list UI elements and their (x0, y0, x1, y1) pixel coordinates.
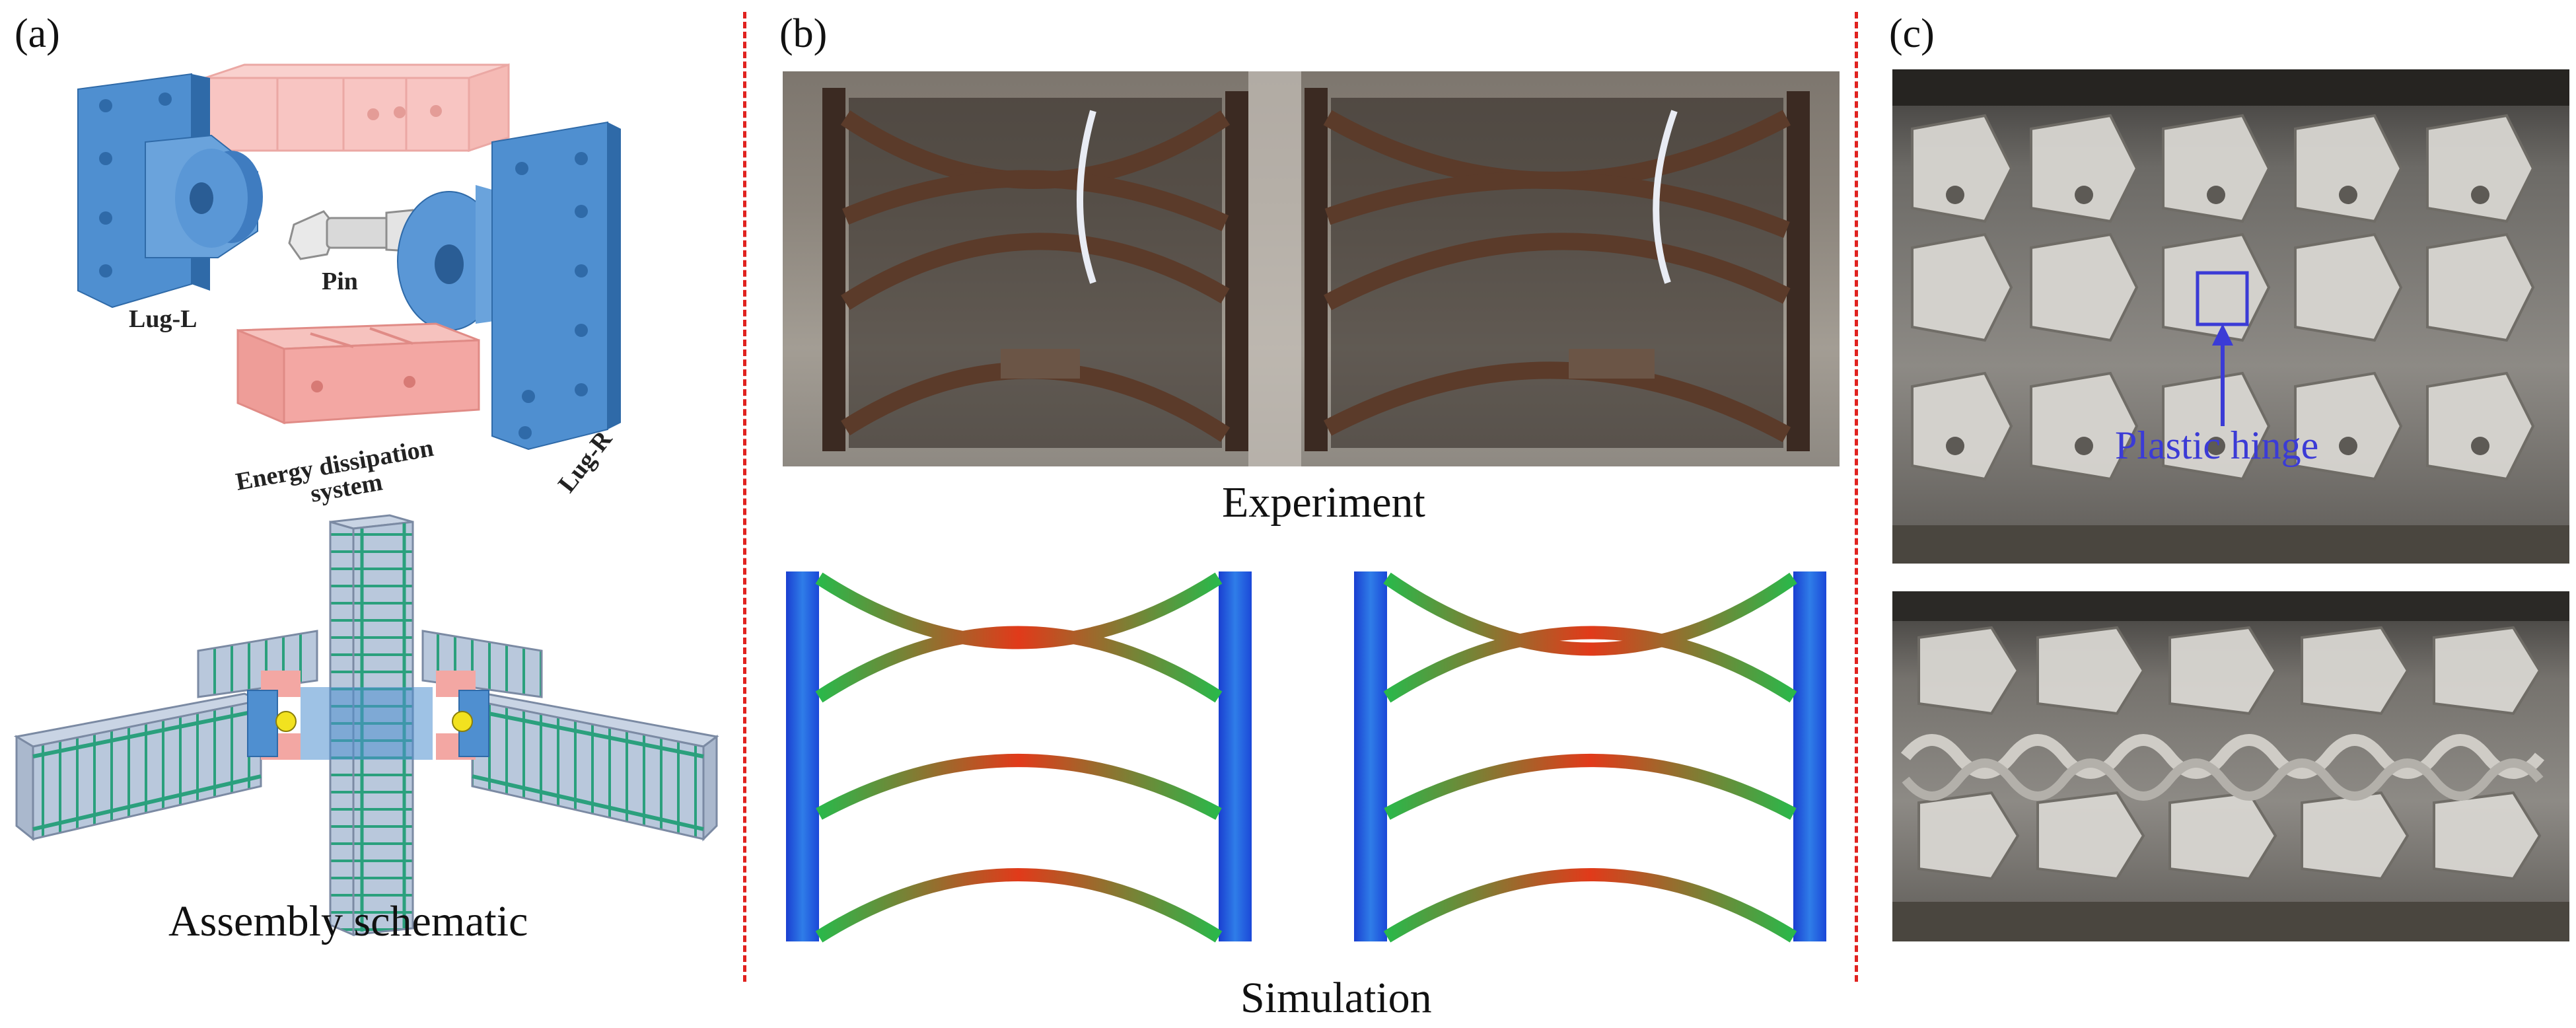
experiment-specimen-left (822, 88, 1248, 451)
joint-connectors (247, 671, 489, 760)
energy-box-bottom (236, 322, 480, 425)
plastic-hinge-label: Plastic hinge (2115, 423, 2319, 467)
exploded-view-diagram: Lug-L Pin Energy dissipation system Lug-… (77, 63, 621, 508)
crush-test-photo-bottom (1892, 591, 2569, 941)
experiment-caption: Experiment (1222, 478, 1425, 527)
panel-c: (c) (1863, 0, 2573, 1028)
simulation-caption: Simulation (1240, 974, 1432, 1022)
assembly-schematic-caption: Assembly schematic (168, 897, 528, 945)
beam-front-right (469, 692, 719, 842)
panel-a-label: (a) (15, 11, 60, 56)
assembly-schematic-diagram (13, 514, 719, 937)
pin-label: Pin (322, 268, 358, 295)
panel-c-label: (c) (1889, 11, 1935, 56)
lug-right-part (397, 121, 621, 451)
panel-b: (b) (753, 0, 1843, 1028)
energy-box-top (203, 63, 510, 153)
divider-b-c (1855, 12, 1858, 982)
crush-cells-top (1892, 69, 2569, 564)
crush-cells-bottom (1892, 591, 2569, 941)
simulation-specimen-right (1354, 571, 1826, 943)
panel-a: (a) (0, 0, 740, 1028)
plastic-hinge-box (2196, 271, 2249, 326)
simulation-specimen-left (786, 571, 1252, 943)
panel-b-label: (b) (779, 11, 828, 56)
crush-test-photo-top: Plastic hinge (1892, 69, 2569, 564)
divider-a-b (743, 12, 746, 982)
simulation-contours (786, 571, 1826, 943)
experiment-specimen-right (1305, 88, 1810, 451)
experiment-photo (783, 71, 1840, 466)
lug-left-label: Lug-L (129, 305, 197, 333)
beam-front-left (13, 692, 265, 842)
lug-left-part (77, 73, 263, 309)
experiment-specimens (822, 71, 1810, 466)
